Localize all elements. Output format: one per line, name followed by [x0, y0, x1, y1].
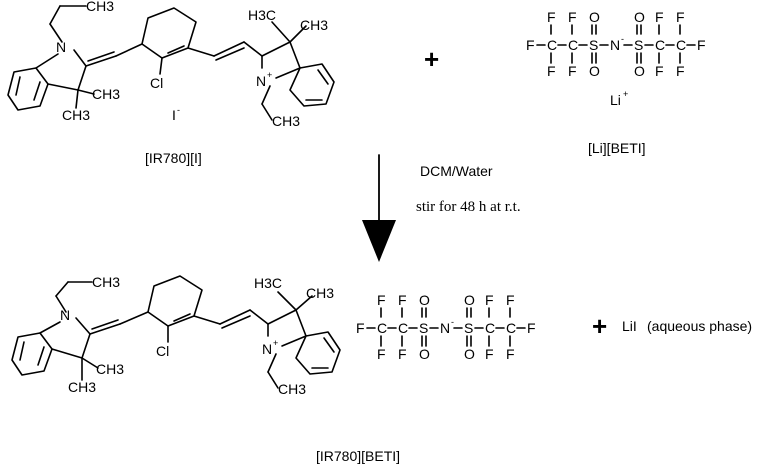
reactant-counterion: I — [172, 107, 176, 123]
svg-text:F: F — [485, 292, 494, 308]
svg-text:C: C — [377, 320, 387, 336]
svg-text:F: F — [398, 346, 407, 362]
svg-text:O: O — [464, 292, 475, 308]
svg-text:F: F — [506, 292, 515, 308]
svg-text:F: F — [485, 346, 494, 362]
svg-text:S: S — [634, 37, 643, 53]
svg-text:F: F — [547, 9, 556, 25]
reactant-cl-atom: Cl — [150, 75, 163, 91]
svg-text:F: F — [526, 37, 535, 53]
reaction-arrow — [362, 154, 396, 262]
svg-text:F: F — [356, 320, 365, 336]
svg-text:C: C — [506, 320, 516, 336]
reactant-ir780-structure: N CH3 CH3 CH3 Cl H3C CH3 N + CH3 I - — [7, 0, 335, 129]
svg-text:F: F — [377, 292, 386, 308]
svg-text:O: O — [589, 63, 600, 79]
svg-text:F: F — [655, 63, 664, 79]
svg-text:O: O — [634, 9, 645, 25]
svg-text:H3C: H3C — [254, 275, 282, 291]
svg-text:F: F — [547, 63, 556, 79]
li-cation: Li — [610, 92, 621, 108]
svg-text:CH3: CH3 — [278, 381, 306, 397]
byproduct-phase: (aqueous phase) — [647, 318, 752, 334]
svg-text:F: F — [676, 9, 685, 25]
reactant-n-plus-charge: + — [267, 70, 272, 80]
svg-text:F: F — [506, 346, 515, 362]
svg-text:C: C — [398, 320, 408, 336]
svg-text:F: F — [676, 63, 685, 79]
svg-text:F: F — [527, 320, 536, 336]
svg-text:+: + — [273, 338, 278, 348]
svg-text:F: F — [377, 346, 386, 362]
product-beti-structure: F C C S N - S C C F F F F F O O O O F F … — [356, 292, 536, 362]
reactant-counterion-charge: - — [177, 105, 180, 115]
reactant-ch3-a: CH3 — [92, 86, 120, 102]
svg-text:O: O — [419, 346, 430, 362]
svg-text:-: - — [451, 317, 454, 327]
svg-text:CH3: CH3 — [96, 361, 124, 377]
li-beti-label: [Li][BETI] — [588, 140, 646, 156]
plus-sign: + — [424, 44, 439, 74]
svg-text:F: F — [568, 63, 577, 79]
beti-anion-charge: - — [621, 34, 624, 44]
svg-text:CH3: CH3 — [306, 285, 334, 301]
svg-text:S: S — [589, 37, 598, 53]
svg-text:N: N — [60, 307, 70, 323]
svg-text:Cl: Cl — [156, 343, 169, 359]
li-cation-charge: + — [623, 89, 628, 99]
svg-text:F: F — [398, 292, 407, 308]
svg-text:C: C — [676, 37, 686, 53]
byproduct-formula: LiI — [622, 318, 637, 334]
svg-text:C: C — [485, 320, 495, 336]
svg-text:CH3: CH3 — [68, 379, 96, 395]
svg-text:S: S — [419, 320, 428, 336]
svg-text:N: N — [440, 320, 450, 336]
svg-text:C: C — [547, 37, 557, 53]
svg-text:S: S — [464, 320, 473, 336]
reactant-n-atom: N — [56, 39, 66, 55]
svg-text:O: O — [464, 346, 475, 362]
reactant-ir780-label: [IR780][I] — [145, 150, 202, 166]
byproduct-plus-sign: + — [592, 311, 607, 341]
svg-text:O: O — [419, 292, 430, 308]
condition-time: stir for 48 h at r.t. — [416, 199, 521, 215]
product-ir780-label: [IR780][BETI] — [316, 448, 400, 464]
condition-solvent: DCM/Water — [420, 163, 493, 179]
svg-text:F: F — [568, 9, 577, 25]
svg-text:N: N — [610, 37, 620, 53]
svg-text:O: O — [589, 9, 600, 25]
product-ir780-structure: N CH3 CH3 CH3 Cl H3C CH3 N + CH3 — [11, 274, 341, 397]
svg-text:C: C — [655, 37, 665, 53]
reactant-ch3-propyl: CH3 — [86, 0, 114, 14]
reactant-n-plus-atom: N — [256, 73, 266, 89]
reactant-h3c: H3C — [248, 7, 276, 23]
reactant-ch3-bottom: CH3 — [272, 113, 300, 129]
svg-text:F: F — [655, 9, 664, 25]
svg-text:F: F — [697, 37, 706, 53]
reactant-ch3-b: CH3 — [62, 107, 90, 123]
svg-text:O: O — [634, 63, 645, 79]
beti-anion-structure: F C C S N - S C C F F F F F O O O O F F … — [526, 9, 706, 79]
svg-text:CH3: CH3 — [92, 274, 120, 290]
svg-text:N: N — [262, 341, 272, 357]
svg-text:C: C — [568, 37, 578, 53]
reactant-ch3-right: CH3 — [300, 17, 328, 33]
